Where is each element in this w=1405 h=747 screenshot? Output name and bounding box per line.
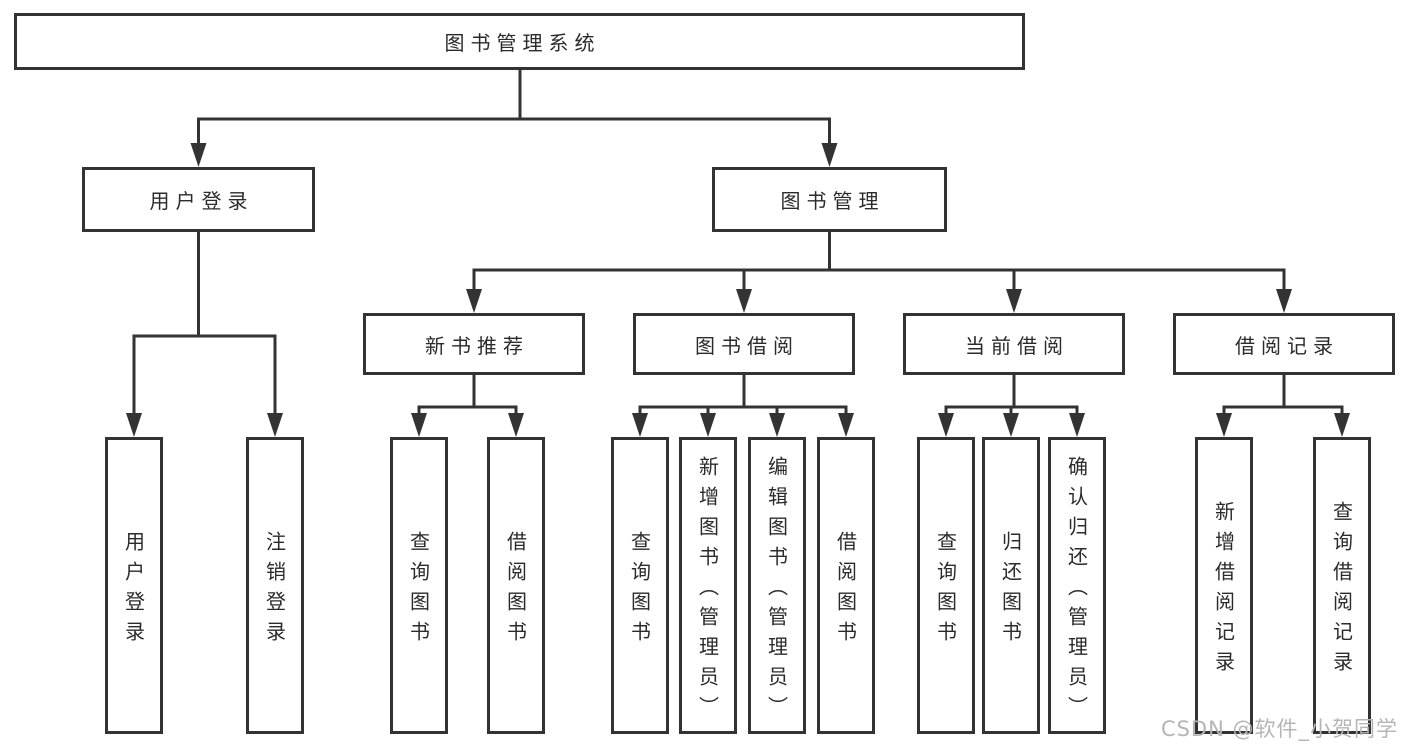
node-current-borrow-label: 当前借阅 (965, 333, 1069, 358)
node-book-borrow-label: 图书借阅 (695, 333, 799, 358)
node-current-borrow: 当前借阅 (903, 313, 1125, 375)
leaf-add-book-admin-label: 新增图书（管理员） (695, 455, 720, 726)
leaf-logout: 注销登录 (246, 437, 304, 734)
leaf-query-books-borrow-label: 查询图书 (627, 530, 652, 651)
node-library-system-label: 图书管理系统 (444, 31, 601, 55)
leaf-add-book-admin: 新增图书（管理员） (679, 437, 737, 734)
leaf-add-borrow-record-label: 新增借阅记录 (1211, 500, 1236, 681)
leaf-borrow-books-recommend: 借阅图书 (487, 437, 545, 734)
node-book-management: 图书管理 (712, 167, 947, 232)
leaf-logout-label: 注销登录 (262, 530, 287, 651)
leaf-borrow-books-label: 借阅图书 (833, 530, 858, 651)
node-new-book-recommend-label: 新书推荐 (425, 333, 529, 358)
leaf-query-books-recommend: 查询图书 (390, 437, 448, 734)
node-borrow-record: 借阅记录 (1173, 313, 1395, 375)
node-borrow-record-label: 借阅记录 (1235, 333, 1339, 358)
leaf-borrow-books: 借阅图书 (817, 437, 875, 734)
node-book-management-label: 图书管理 (780, 189, 885, 213)
leaf-return-book-label: 归还图书 (998, 530, 1023, 651)
leaf-query-borrow-record: 查询借阅记录 (1313, 437, 1371, 734)
csdn-watermark: CSDN @软件_小贺同学 (1160, 717, 1398, 741)
leaf-edit-book-admin-label: 编辑图书（管理员） (764, 455, 789, 726)
node-library-system: 图书管理系统 (14, 13, 1025, 70)
leaf-query-books-current-label: 查询图书 (933, 530, 958, 651)
leaf-query-books-current: 查询图书 (917, 437, 975, 734)
leaf-add-borrow-record: 新增借阅记录 (1195, 437, 1253, 734)
node-new-book-recommend: 新书推荐 (363, 313, 585, 375)
leaf-query-borrow-record-label: 查询借阅记录 (1329, 500, 1354, 681)
leaf-user-login: 用户登录 (105, 437, 163, 734)
leaf-edit-book-admin: 编辑图书（管理员） (748, 437, 806, 734)
node-user-login: 用户登录 (82, 167, 315, 232)
leaf-confirm-return-admin-label: 确认归还（管理员） (1064, 455, 1089, 726)
node-book-borrow: 图书借阅 (633, 313, 855, 375)
leaf-borrow-books-recommend-label: 借阅图书 (503, 530, 528, 651)
leaf-user-login-label: 用户登录 (121, 530, 146, 651)
leaf-query-books-borrow: 查询图书 (611, 437, 669, 734)
leaf-return-book: 归还图书 (982, 437, 1040, 734)
leaf-confirm-return-admin: 确认归还（管理员） (1048, 437, 1106, 734)
leaf-query-books-recommend-label: 查询图书 (406, 530, 431, 651)
node-user-login-label: 用户登录 (149, 189, 254, 213)
